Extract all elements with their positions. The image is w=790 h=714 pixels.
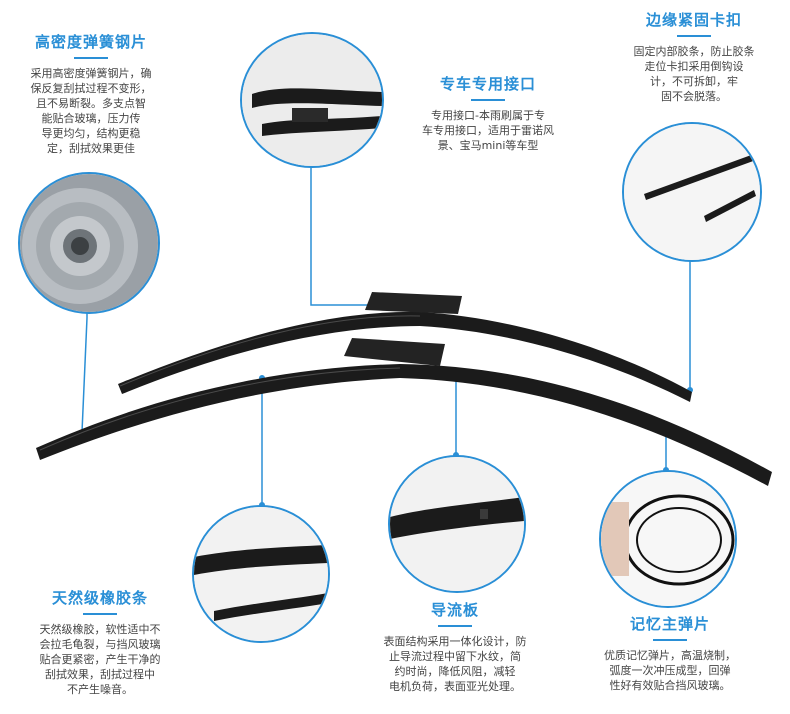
feature-description: 专用接口-本雨刷属于专 车专用接口，适用于雷诺风 景、宝马mini等车型 xyxy=(422,109,554,152)
rubber-strip-photo xyxy=(192,505,330,643)
blade-highlight xyxy=(39,367,401,451)
feature-title: 高密度弹簧钢片 xyxy=(34,33,147,51)
steel-coil-photo xyxy=(18,172,160,314)
upper-wiper-blade xyxy=(118,311,692,402)
feature-title: 天然级橡胶条 xyxy=(51,589,148,607)
title-underline xyxy=(83,613,117,615)
spoiler-detail-photo xyxy=(388,455,526,593)
lower-wiper-blade xyxy=(36,364,772,486)
feature-description: 固定内部胶条，防止胶条 走位卡扣采用倒钩设 计，不可拆卸，牢 固不会脱落。 xyxy=(633,45,755,103)
title-underline xyxy=(74,57,108,59)
clip-detail-photo xyxy=(622,122,762,262)
connector-steel xyxy=(81,317,88,433)
feature-title: 导流板 xyxy=(430,601,479,619)
feature-spoiler: 导流板 表面结构采用一体化设计，防 止导流过程中留下水纹，简 约时尚，降低风阻，… xyxy=(352,600,558,694)
connector-interface xyxy=(310,162,368,306)
title-underline xyxy=(653,639,687,641)
feature-description: 采用高密度弹簧钢片，确 保反复刮拭过程不变形， 且不易断裂。多支点智 能贴合玻璃… xyxy=(30,67,152,155)
upper-connector-adapter xyxy=(365,292,462,314)
feature-clip: 边缘紧固卡扣 固定内部胶条，防止胶条 走位卡扣采用倒钩设 计，不可拆卸，牢 固不… xyxy=(604,10,784,104)
title-underline xyxy=(677,35,711,37)
lower-connector-adapter xyxy=(344,338,445,366)
feature-description: 优质记忆弹片，高温烧制， 弧度一次冲压成型，回弹 性好有效贴合挡风玻璃。 xyxy=(604,649,736,692)
feature-description: 表面结构采用一体化设计，防 止导流过程中留下水纹，简 约时尚，降低风阻，减轻 电… xyxy=(383,635,527,693)
feature-steel: 高密度弹簧钢片 采用高密度弹簧钢片，确 保反复刮拭过程不变形， 且不易断裂。多支… xyxy=(6,32,176,156)
feature-description: 天然级橡胶，软性适中不 会拉毛龟裂，与挡风玻璃 贴合更紧密，产生干净的 刮拭效果… xyxy=(39,623,161,696)
feature-title: 记忆主弹片 xyxy=(629,615,710,633)
blade-highlight xyxy=(119,315,421,387)
feature-connector: 专车专用接口 专用接口-本雨刷属于专 车专用接口，适用于雷诺风 景、宝马mini… xyxy=(388,74,588,153)
spring-strip-photo xyxy=(599,470,737,608)
feature-spring: 记忆主弹片 优质记忆弹片，高温烧制， 弧度一次冲压成型，回弹 性好有效贴合挡风玻… xyxy=(578,614,762,693)
feature-title: 专车专用接口 xyxy=(439,75,536,93)
title-underline xyxy=(471,99,505,101)
feature-title: 边缘紧固卡扣 xyxy=(645,11,742,29)
connector-detail-photo xyxy=(240,32,384,168)
feature-rubber: 天然级橡胶条 天然级橡胶，软性适中不 会拉毛龟裂，与挡风玻璃 贴合更紧密，产生干… xyxy=(14,588,186,697)
title-underline xyxy=(438,625,472,627)
